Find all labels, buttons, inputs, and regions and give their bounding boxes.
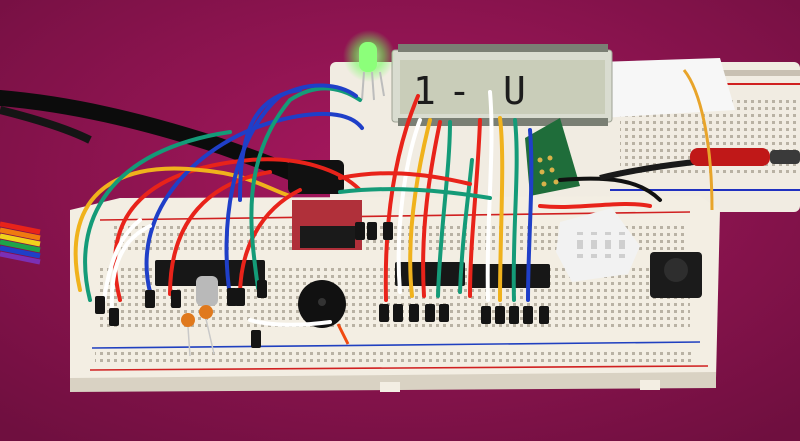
breakout-board: [292, 200, 362, 250]
wire-pin-8: [425, 304, 435, 322]
wire-pin-20: [383, 222, 393, 240]
crystal-oscillator: [196, 276, 218, 306]
wire-pin-3: [227, 288, 237, 306]
jumper-wire-27: [248, 318, 332, 327]
wire-pin-18: [355, 222, 365, 240]
ic-chip-right: [470, 264, 550, 288]
lcd-digit-3: U: [503, 69, 526, 113]
capacitors: [181, 305, 215, 357]
wire-pin-6: [393, 304, 403, 322]
jumper-wire-7: [249, 86, 362, 290]
jumper-wire-25: [338, 171, 472, 186]
jumper-wire-4: [83, 130, 232, 302]
jumper-wire-24: [558, 176, 662, 202]
jumper-wire-26: [338, 187, 492, 200]
jumper-wire-3: [73, 166, 292, 292]
jumper-wire-6: [238, 188, 302, 298]
jumper-wire-18: [498, 116, 505, 302]
wire-pin-9: [439, 304, 449, 322]
jumper-wire-20: [526, 128, 534, 302]
usb-cable: [0, 90, 344, 194]
wire-pin-2: [171, 290, 181, 308]
jumper-wire-17: [485, 90, 494, 302]
jumper-wire-11: [109, 224, 152, 314]
jumper-wire-10: [102, 218, 142, 302]
push-button: [650, 252, 702, 298]
wire-pin-7: [409, 304, 419, 322]
wire-pin-11: [495, 306, 505, 324]
lcd-digit-1: 1: [413, 69, 436, 113]
piezo-buzzer: [298, 280, 350, 345]
jumper-wire-5: [168, 170, 272, 296]
jumper-wire-2: [144, 111, 364, 294]
ic-chip-left: [155, 260, 265, 286]
jumper-wire-12: [396, 118, 422, 294]
wire-pin-15: [251, 330, 261, 348]
wire-pin-21: [235, 288, 245, 306]
rubber-band: [682, 69, 714, 211]
wire-pin-14: [539, 306, 549, 324]
ribbon-cable: [0, 221, 41, 265]
jumper-wire-9: [238, 88, 302, 202]
humidity-sensor: [556, 208, 640, 282]
wire-pin-13: [523, 306, 533, 324]
jumper-wire-14: [421, 120, 442, 298]
lcd-digit-2: -: [448, 69, 471, 113]
wire-pin-5: [379, 304, 389, 322]
jumper-wires: [73, 83, 662, 327]
jumper-wire-23: [538, 202, 652, 209]
wire-pin-17: [109, 308, 119, 326]
jumper-wire-22: [458, 158, 474, 294]
jumper-wire-8: [224, 83, 358, 298]
wire-pin-1: [145, 290, 155, 308]
wire-pin-4: [257, 280, 267, 298]
multimeter-probe: [599, 148, 800, 181]
green-pcb-module: [525, 118, 580, 196]
wire-pin-10: [481, 306, 491, 324]
wire-pin-19: [367, 222, 377, 240]
jumper-wire-21: [468, 118, 482, 298]
jumper-wire-1: [113, 157, 362, 302]
ic-chip-middle: [395, 262, 465, 286]
wire-pins: [95, 222, 549, 348]
green-led: [343, 30, 395, 101]
jumper-wire-15: [436, 120, 452, 298]
wire-pin-12: [509, 306, 519, 324]
lcd-display: 1 - U: [391, 44, 613, 126]
jumper-wire-13: [408, 118, 432, 298]
wire-pin-16: [95, 296, 105, 314]
jumper-wire-19: [511, 118, 519, 302]
